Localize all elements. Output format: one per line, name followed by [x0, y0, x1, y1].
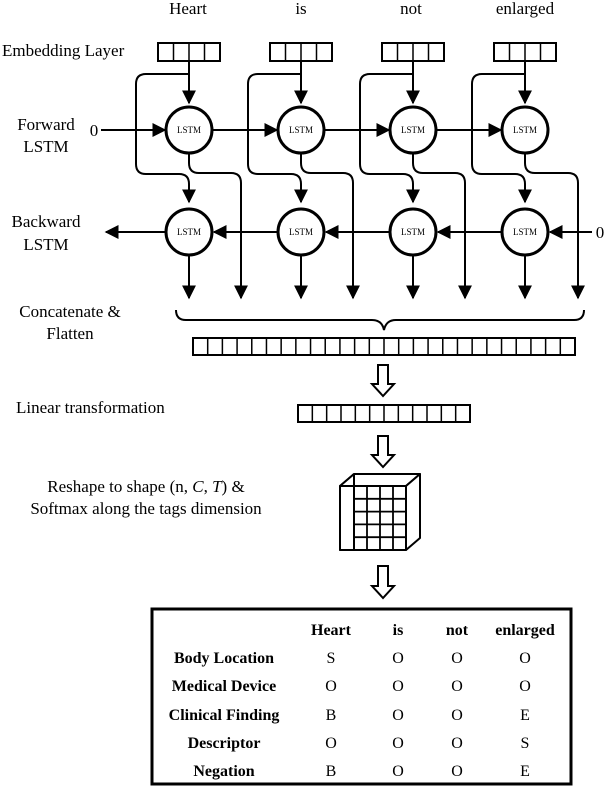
- down-arrow-icon: [369, 364, 397, 398]
- forward-lstm-cell: [164, 105, 214, 155]
- tag-cell: B: [326, 763, 337, 780]
- lstm-label: LSTM: [513, 227, 537, 237]
- forward-init-zero: 0: [90, 121, 99, 140]
- table-row: Clinical Finding B O O E: [169, 707, 530, 724]
- table-header-heart: Heart: [311, 622, 352, 639]
- backward-init-zero: 0: [596, 223, 605, 242]
- backward-lstm-cell: [276, 207, 326, 257]
- concatenated-vector: [192, 337, 576, 356]
- lstm-label: LSTM: [289, 227, 313, 237]
- row-label: Body Location: [174, 650, 274, 667]
- word-not: not: [400, 0, 422, 18]
- tag-cell: O: [519, 678, 531, 695]
- tag-cell: O: [325, 735, 337, 752]
- tensor-cube-icon: [339, 473, 421, 551]
- row-label: Clinical Finding: [169, 707, 280, 724]
- forward-lstm-cell: [388, 105, 438, 155]
- tag-cell: S: [327, 650, 336, 667]
- tag-table: [150, 607, 573, 786]
- down-arrow-icon: [369, 565, 397, 600]
- table-row: Negation B O O E: [193, 763, 530, 780]
- word-heart: Heart: [169, 0, 207, 18]
- tag-cell: O: [451, 678, 463, 695]
- table-header-not: not: [446, 622, 469, 639]
- lstm-label: LSTM: [177, 227, 201, 237]
- lstm-label: LSTM: [289, 125, 313, 135]
- row-label: Medical Device: [172, 678, 276, 695]
- embedding-layer-label: Embedding Layer: [2, 41, 125, 60]
- tag-cell: O: [519, 650, 531, 667]
- tag-cell: E: [520, 707, 530, 724]
- linear-vector: [297, 404, 471, 423]
- tag-cell: B: [326, 707, 337, 724]
- tag-cell: O: [392, 650, 404, 667]
- tag-cell: O: [451, 707, 463, 724]
- forward-lstm-cell: [276, 105, 326, 155]
- table-row: Medical Device O O O O: [172, 678, 531, 695]
- tag-cell: O: [451, 763, 463, 780]
- backward-lstm-cell: [500, 207, 550, 257]
- table-row: Body Location S O O O: [174, 650, 531, 667]
- tag-cell: O: [451, 650, 463, 667]
- lstm-label: LSTM: [401, 227, 425, 237]
- reshape-label-line1: Reshape to shape (n, C, T) &: [47, 477, 244, 496]
- forward-lstm-cell: [500, 105, 550, 155]
- word-enlarged: enlarged: [496, 0, 555, 18]
- down-arrow-icon: [369, 435, 397, 469]
- tag-cell: O: [392, 735, 404, 752]
- row-label: Negation: [193, 763, 254, 780]
- tag-cell: S: [521, 735, 530, 752]
- concat-label-line1: Concatenate &: [19, 302, 121, 321]
- tag-cell: O: [392, 707, 404, 724]
- embedding-vectors: [157, 42, 557, 62]
- lstm-label: LSTM: [401, 125, 425, 135]
- concatenate-brace: [175, 309, 585, 331]
- backward-label-line1: Backward: [12, 212, 81, 231]
- tag-cell: O: [392, 678, 404, 695]
- reshape-label-line2: Softmax along the tags dimension: [30, 499, 262, 518]
- tag-table-header: Heart is not enlarged: [311, 622, 555, 639]
- tag-cell: O: [451, 735, 463, 752]
- linear-label: Linear transformation: [16, 398, 165, 417]
- backward-label-line2: LSTM: [23, 235, 68, 254]
- word-is: is: [295, 0, 306, 18]
- lstm-label: LSTM: [513, 125, 537, 135]
- tag-cell: E: [520, 763, 530, 780]
- backward-lstm-cell: [164, 207, 214, 257]
- tag-cell: O: [325, 678, 337, 695]
- tag-cell: O: [392, 763, 404, 780]
- row-label: Descriptor: [188, 735, 261, 752]
- table-row: Descriptor O O O S: [188, 735, 530, 752]
- forward-label-line1: Forward: [17, 115, 75, 134]
- forward-label-line2: LSTM: [23, 137, 68, 156]
- table-header-is: is: [393, 622, 404, 639]
- table-header-enlarged: enlarged: [495, 622, 555, 639]
- backward-lstm-cell: [388, 207, 438, 257]
- lstm-label: LSTM: [177, 125, 201, 135]
- concat-label-line2: Flatten: [46, 324, 94, 343]
